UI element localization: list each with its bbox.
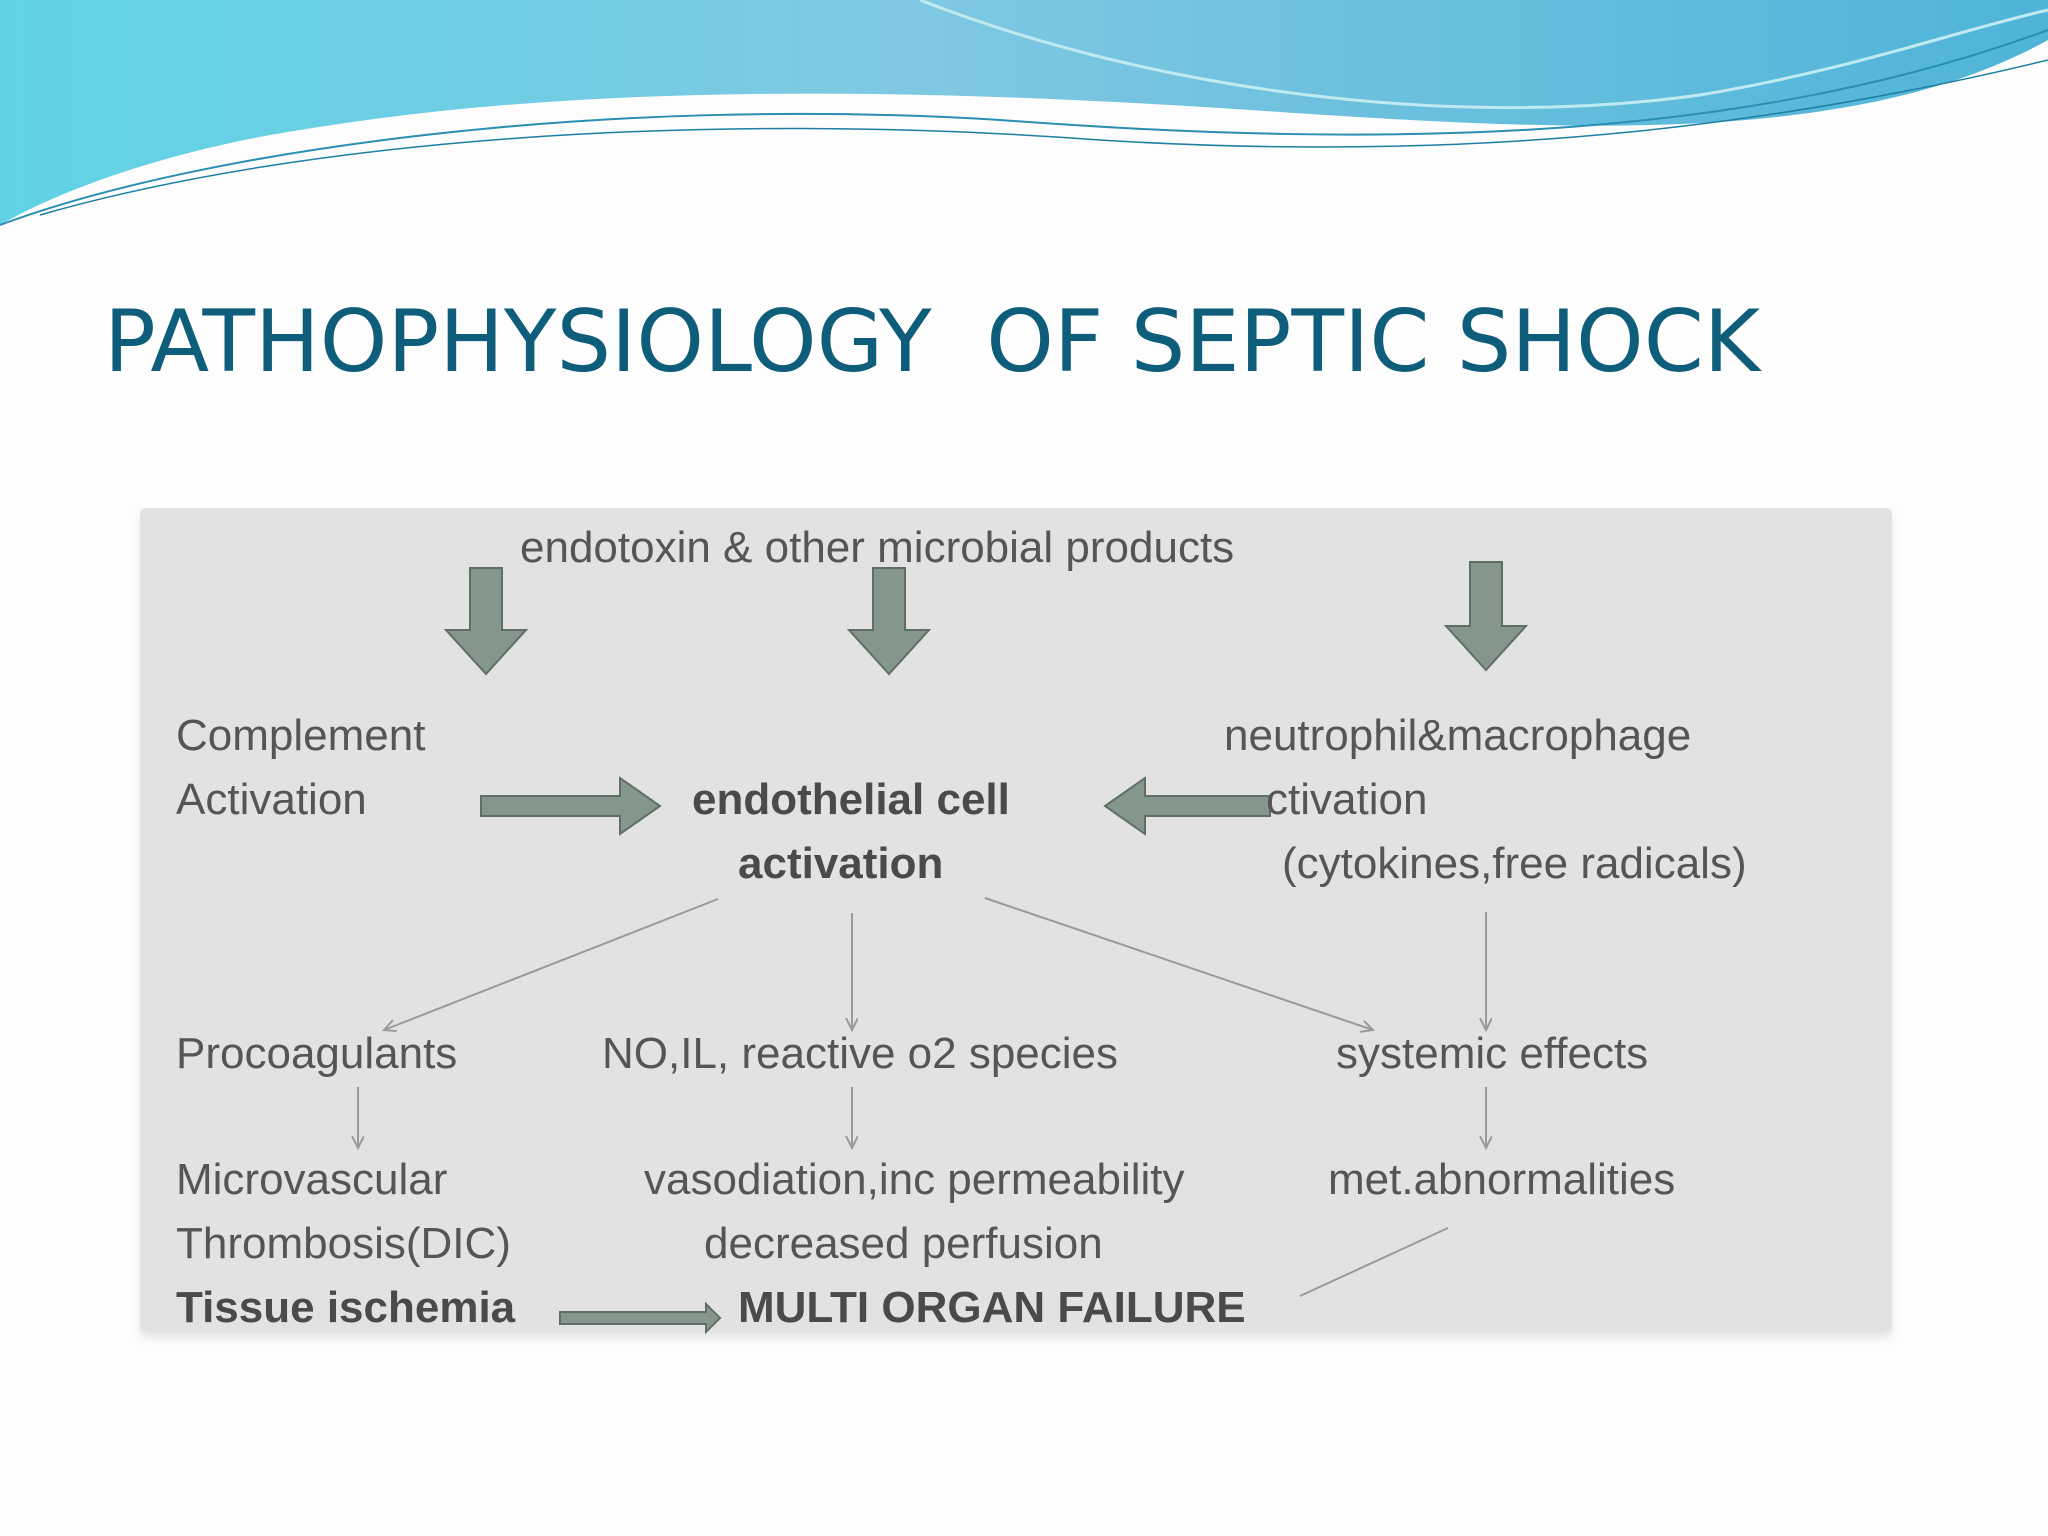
label-tissue-ischemia: Tissue ischemia [176, 1283, 516, 1332]
label-systemic-effects: systemic effects [1336, 1029, 1649, 1078]
label-endothelial-cell: endothelial cell [692, 775, 1010, 824]
down-block-arrow-right [1443, 561, 1529, 672]
label-procoagulants: Procoagulants [176, 1029, 458, 1078]
label-decreased-perfusion: decreased perfusion [704, 1219, 1103, 1268]
label-met-abnormalities: met.abnormalities [1328, 1155, 1676, 1204]
down-block-arrow-left [443, 567, 529, 676]
right-block-arrow-ischemia [559, 1301, 722, 1335]
down-block-arrow-center [846, 567, 932, 676]
label-endothelial-activation: activation [738, 839, 944, 888]
label-neutrophil-activation: ctivation [1266, 775, 1428, 824]
label-multi-organ-failure: MULTI ORGAN FAILURE [738, 1283, 1246, 1332]
label-cytokines: (cytokines,free radicals) [1282, 839, 1747, 888]
arrow-to-systemic [984, 897, 1373, 1030]
slide-title: PATHOPHYSIOLOGY OF SEPTIC SHOCK [104, 292, 1761, 392]
arrow-to-procoagulants [384, 898, 719, 1030]
label-microvascular: Microvascular [176, 1155, 448, 1204]
label-complement: Complement [176, 711, 426, 760]
label-source: endotoxin & other microbial products [520, 523, 1235, 572]
label-thrombosis: Thrombosis(DIC) [176, 1219, 511, 1268]
header-wave-decoration [0, 0, 2048, 226]
label-complement-activation: Activation [176, 775, 367, 824]
label-no-il: NO,IL, reactive o2 species [602, 1029, 1119, 1078]
label-vasodilation: vasodiation,inc permeability [644, 1155, 1185, 1204]
right-block-arrow-complement [480, 776, 662, 836]
line-met-to-mof [1299, 1227, 1449, 1297]
diagram-panel [140, 508, 1892, 1332]
label-neutrophil: neutrophil&macrophage [1224, 711, 1692, 760]
left-block-arrow-neutrophil [1103, 776, 1271, 836]
